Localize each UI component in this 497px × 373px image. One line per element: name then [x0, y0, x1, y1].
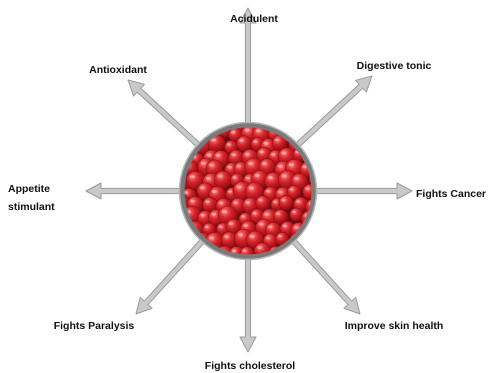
berry-highlight — [231, 131, 235, 133]
berry-highlight — [246, 177, 250, 180]
label-improve-skin-health: Improve skin health — [345, 320, 444, 332]
berry-highlight — [282, 151, 287, 154]
berry-highlight — [276, 212, 280, 215]
berry-highlight — [233, 201, 237, 204]
berry-highlight — [258, 199, 262, 202]
berry-highlight — [289, 163, 294, 166]
berry-highlight — [237, 185, 242, 188]
label-digestive-tonic: Digestive tonic — [357, 60, 432, 72]
berry-highlight — [233, 176, 237, 178]
berry-highlight — [275, 139, 279, 142]
berry-highlight — [227, 166, 231, 169]
berry-highlight — [206, 130, 210, 133]
berry-highlight — [232, 250, 236, 253]
berry-highlight — [278, 235, 282, 237]
berry-highlight — [306, 187, 310, 190]
berry-highlight — [212, 213, 217, 216]
berry-highlight — [224, 235, 228, 238]
berry-highlight — [248, 162, 253, 165]
label-acidulent: Acidulent — [230, 13, 278, 25]
berry-highlight — [250, 235, 255, 238]
berry-highlight — [282, 174, 287, 177]
berry-highlight — [278, 191, 283, 194]
center-berries-image — [174, 113, 324, 264]
berry — [290, 208, 303, 221]
berry-highlight — [237, 165, 241, 168]
berry-highlight — [264, 213, 269, 216]
berry-highlight — [219, 226, 223, 228]
berry-highlight — [249, 186, 254, 189]
berry-highlight — [200, 186, 205, 189]
berry-highlight — [264, 142, 269, 145]
berry-highlight — [241, 215, 245, 217]
label-antioxidant: Antioxidant — [89, 64, 147, 76]
berry-highlight — [231, 153, 235, 156]
berry-highlight — [283, 225, 287, 228]
berry-highlight — [212, 190, 217, 193]
label-appetite: Appetite — [8, 183, 50, 195]
berry-highlight — [228, 190, 232, 192]
berry-highlight — [239, 139, 243, 142]
berry-highlight — [253, 212, 257, 215]
label-stimulant: stimulant — [8, 201, 55, 213]
berry-highlight — [294, 177, 299, 180]
berry — [256, 196, 270, 210]
label-fights-cancer: Fights Cancer — [416, 188, 486, 200]
berry-highlight — [206, 154, 211, 157]
berry-highlight — [201, 214, 205, 217]
berry-highlight — [292, 211, 296, 213]
berry-highlight — [262, 162, 267, 165]
berry-highlight — [253, 140, 257, 142]
berry-highlight — [190, 175, 195, 178]
berry-highlight — [243, 224, 247, 227]
berry-highlight — [206, 177, 211, 180]
berry — [279, 196, 293, 210]
berry-highlight — [257, 246, 262, 249]
berry-highlight — [245, 201, 250, 204]
berry-highlight — [259, 151, 263, 154]
berry-highlight — [218, 175, 223, 178]
berry-highlight — [209, 164, 214, 167]
berry-highlight — [205, 200, 209, 203]
berry-highlight — [243, 250, 247, 252]
berry-highlight — [294, 226, 299, 229]
berry-highlight — [190, 200, 194, 203]
berry — [237, 136, 252, 151]
berry-highlight — [211, 139, 216, 142]
berry-highlight — [238, 117, 243, 120]
berry-highlight — [245, 129, 250, 132]
berry-highlight — [227, 143, 231, 145]
berry-highlight — [273, 201, 277, 203]
berry-highlight — [259, 223, 264, 226]
berry-highlight — [216, 154, 221, 157]
berry-highlight — [184, 191, 188, 194]
berry-highlight — [219, 202, 223, 205]
berry-highlight — [296, 200, 300, 203]
berry-highlight — [290, 188, 294, 190]
berry-highlight — [201, 162, 206, 165]
berry-highlight — [209, 236, 214, 239]
berry-highlight — [255, 174, 260, 177]
berry-highlight — [266, 237, 270, 240]
berry-highlight — [222, 210, 227, 213]
label-fights-paralysis: Fights Paralysis — [54, 320, 135, 332]
berries-photo-icon — [174, 113, 324, 264]
berry-highlight — [266, 190, 270, 193]
berry-highlight — [278, 165, 283, 168]
berry-highlight — [205, 226, 209, 228]
berry-highlight — [268, 226, 272, 229]
berry-highlight — [282, 199, 286, 202]
berry-highlight — [229, 222, 233, 225]
berry-highlight — [238, 233, 243, 236]
berry-highlight — [271, 153, 275, 156]
berry-highlight — [268, 176, 273, 179]
label-fights-cholesterol: Fights cholesterol — [205, 360, 296, 372]
berry — [214, 171, 231, 188]
berry-highlight — [245, 153, 250, 156]
berry-highlight — [256, 129, 261, 132]
